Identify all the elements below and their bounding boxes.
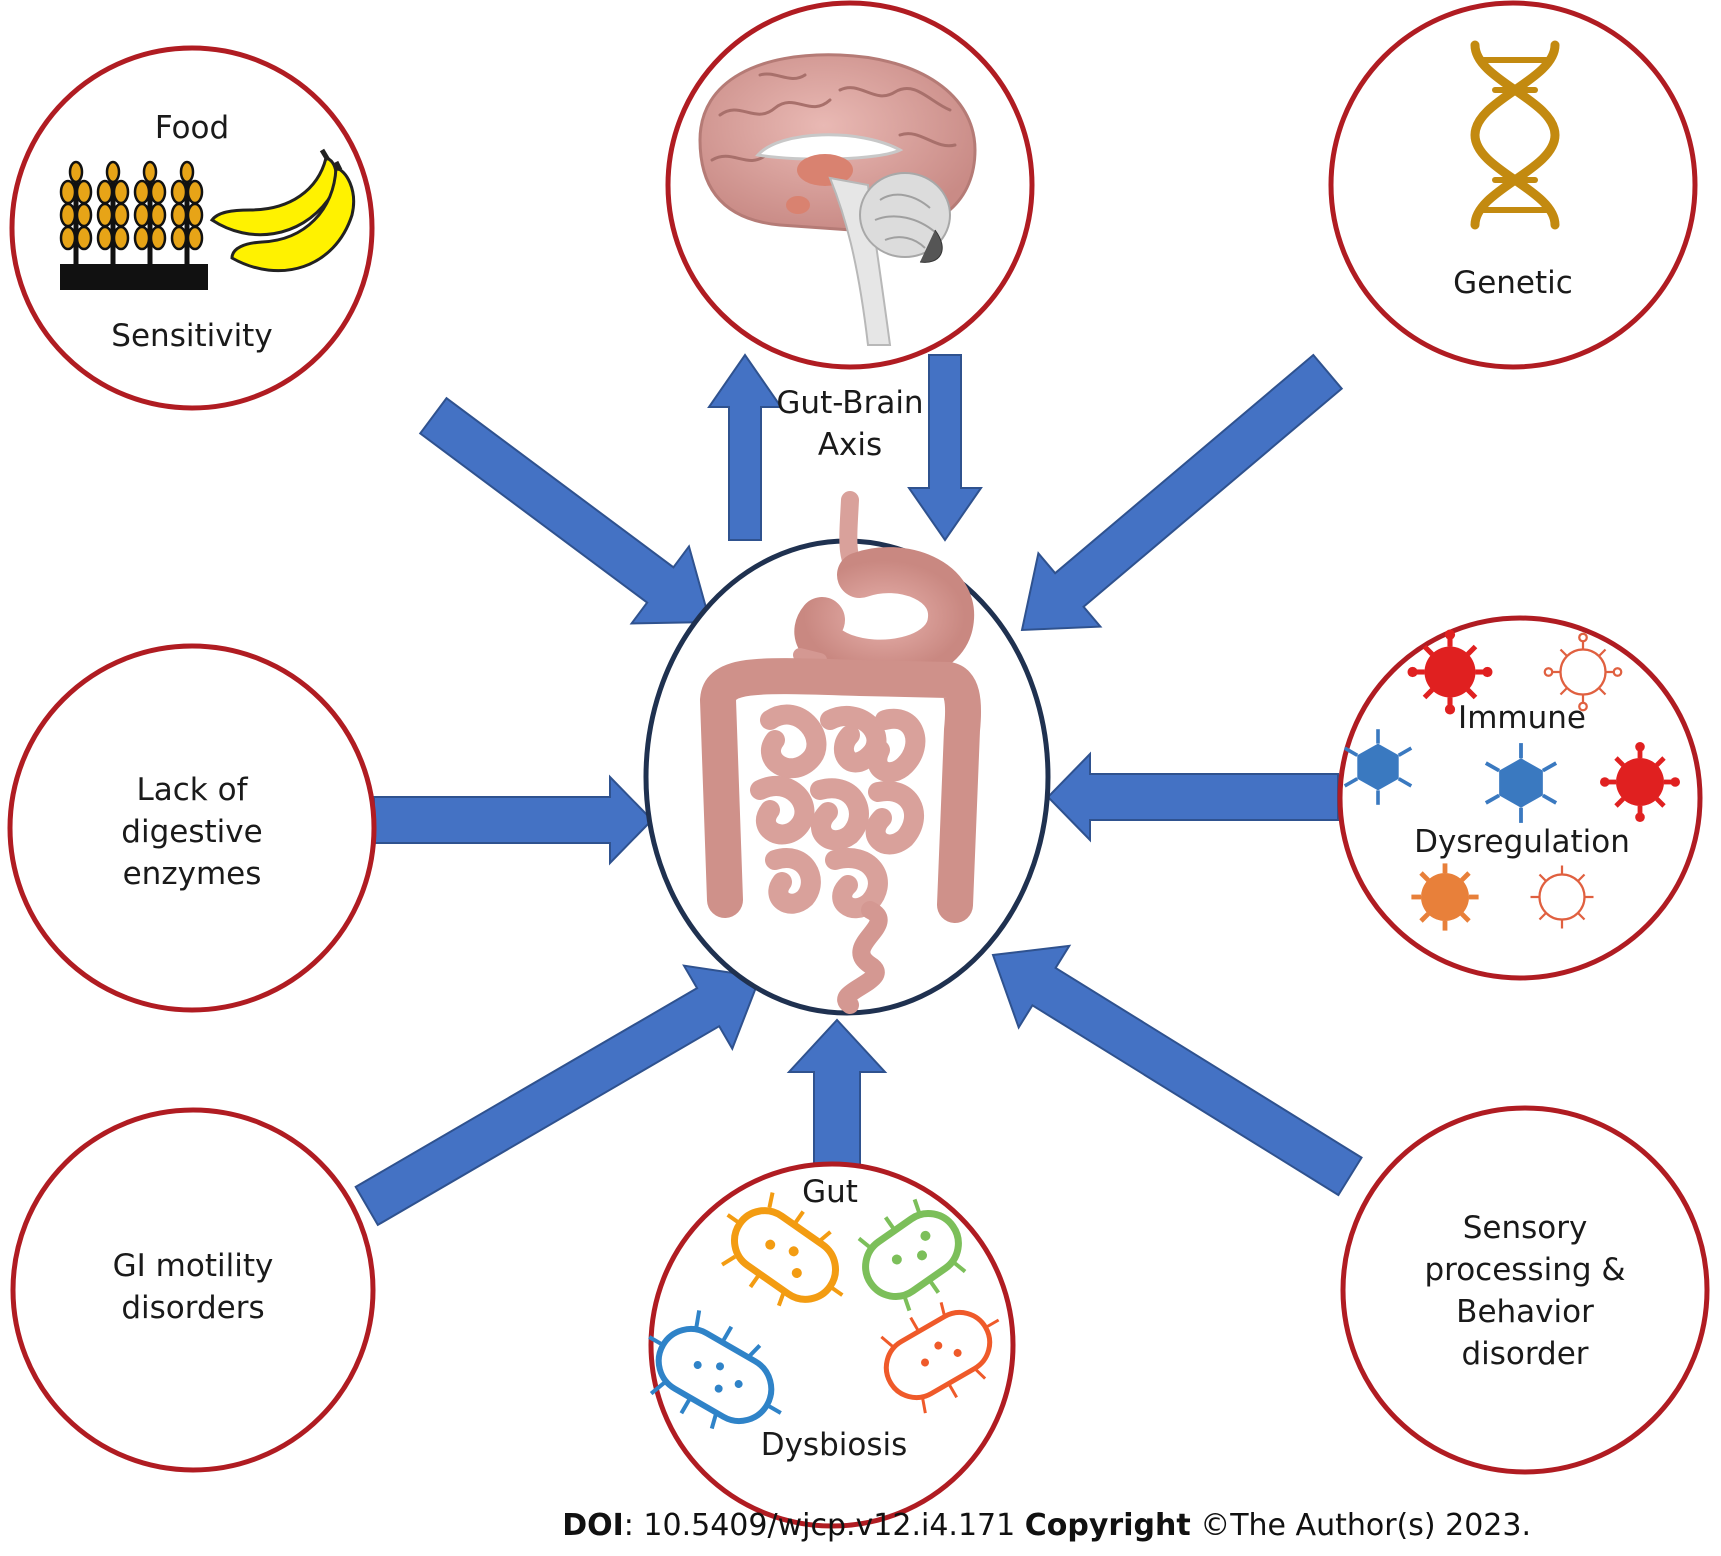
gi-motility-label-line2: disorders: [121, 1290, 264, 1326]
virus-orange-icon: [1411, 863, 1478, 930]
node-food-sensitivity: Food: [9, 45, 375, 411]
gut-brain-axis-label-line2: Axis: [818, 427, 882, 463]
gut-brain-axis-label-line1: Gut-Brain: [776, 385, 923, 421]
doi-value: : 10.5409/wjcp.v12.i4.171: [623, 1508, 1016, 1543]
virus-red-icon: [1407, 629, 1493, 715]
virus-outline-icon: [1543, 632, 1623, 712]
sensory-label-line3: Behavior: [1456, 1294, 1594, 1330]
lack-enzymes-label-line1: Lack of: [137, 772, 249, 808]
node-gut-dysbiosis: Gut Dysbiosis: [648, 1161, 1016, 1529]
bacteria-blue-icon: [648, 1310, 782, 1430]
food-sensitivity-label-line2: Sensitivity: [111, 318, 272, 354]
bacteria-orange-icon: [721, 1192, 844, 1307]
arrows: [354, 353, 1363, 1227]
virus-outline-icon: [1529, 864, 1595, 930]
sensory-label-line2: processing &: [1424, 1252, 1625, 1288]
node-lack-enzymes: Lack of digestive enzymes: [7, 643, 377, 1013]
immune-label-line1: Immune: [1458, 700, 1586, 736]
food-sensitivity-label-line1: Food: [155, 110, 229, 146]
digestive-tract-icon: [699, 491, 982, 1014]
arrow-gut-to-brain: [707, 353, 783, 541]
lack-enzymes-label-line3: enzymes: [123, 856, 262, 892]
doi-label: DOI: [562, 1508, 624, 1543]
dna-icon: [1470, 40, 1560, 230]
arrow-dysbiosis-to-gut: [786, 1018, 888, 1171]
wheat-icon: [59, 160, 208, 290]
virus-red-icon: [1600, 742, 1680, 822]
lack-enzymes-label-line2: digestive: [121, 814, 262, 850]
lack-enzymes-circle: [7, 643, 377, 1013]
arrow-immune-to-gut: [1046, 751, 1339, 843]
node-brain: Gut-Brain Axis: [665, 0, 1035, 463]
bacteria-green-icon: [857, 1198, 967, 1312]
immune-label-line2: Dysregulation: [1414, 824, 1630, 860]
sensory-label-line4: disorder: [1461, 1336, 1588, 1372]
copyright-label: Copyright: [1024, 1508, 1191, 1543]
gut-dysbiosis-circle: [648, 1161, 1016, 1529]
arrow-gi-to-gut: [354, 964, 762, 1227]
copyright-text: ©The Author(s) 2023.: [1190, 1508, 1531, 1543]
brain-icon: [698, 53, 977, 346]
bacteria-red-icon: [880, 1302, 1000, 1414]
arrow-enzymes-to-gut: [373, 774, 654, 866]
gut-dysbiosis-label-line2: Dysbiosis: [761, 1427, 908, 1463]
sensory-label-line1: Sensory: [1463, 1210, 1588, 1246]
arrow-genetic-to-gut: [1020, 353, 1344, 632]
arrow-brain-to-gut: [907, 354, 983, 542]
gi-motility-circle: [10, 1107, 376, 1473]
cell-blue-icon: [1343, 729, 1413, 805]
doi-copyright-line: DOI: 10.5409/wjcp.v12.i4.171 Copyright ©…: [562, 1508, 1531, 1543]
arrow-sensory-to-gut: [991, 944, 1363, 1197]
banana-icon: [209, 148, 355, 273]
node-sensory: Sensory processing & Behavior disorder: [1340, 1105, 1710, 1475]
gut-dysbiosis-label-line1: Gut: [802, 1174, 858, 1210]
sensory-circle: [1340, 1105, 1710, 1475]
node-gi-motility: GI motility disorders: [10, 1107, 376, 1473]
node-genetic: Genetic: [1328, 0, 1698, 370]
genetic-label: Genetic: [1453, 265, 1573, 301]
gi-motility-label-line1: GI motility: [113, 1248, 274, 1284]
node-immune: Immune Dysregulation: [1337, 615, 1703, 981]
cell-blue-icon: [1484, 743, 1558, 823]
arrow-food-to-gut: [418, 396, 712, 625]
center-gut-node: [643, 491, 1051, 1016]
